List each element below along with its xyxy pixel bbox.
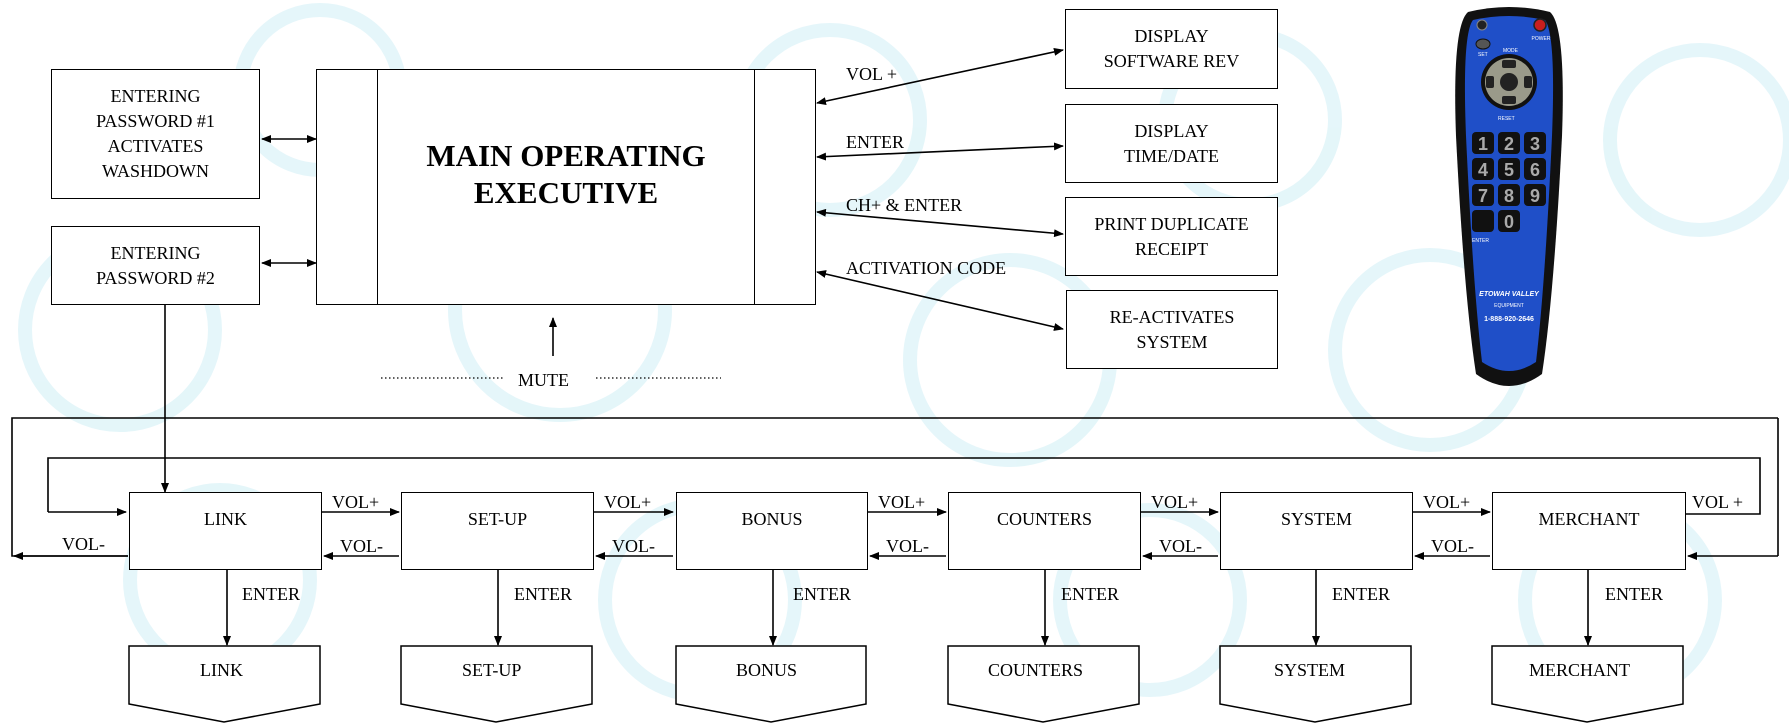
vol-plus-counters-system: VOL+ [1151, 492, 1199, 512]
svg-text:3: 3 [1530, 134, 1540, 154]
enter-merchant: ENTER [1605, 584, 1663, 604]
enter-setup: ENTER [514, 584, 572, 604]
sub-box-link-label: LINK [200, 660, 243, 680]
sub-box-setup-shape [400, 645, 593, 723]
password2-label: ENTERING PASSWORD #2 [96, 242, 215, 288]
svg-text:9: 9 [1530, 186, 1540, 206]
vol-plus-loop: VOL + [1692, 492, 1743, 512]
svg-text:EQUIPMENT: EQUIPMENT [1494, 303, 1524, 309]
enter-link: ENTER [242, 584, 300, 604]
enter-label: ENTER [846, 132, 904, 152]
svg-text:7: 7 [1478, 186, 1488, 206]
sub-box-counters-label: COUNTERS [988, 660, 1084, 680]
mute-label: MUTE [518, 370, 569, 390]
menu-box-link: LINK [129, 492, 322, 570]
sub-box-system-label: SYSTEM [1274, 660, 1346, 680]
main-left-divider [377, 70, 378, 304]
menu-box-system: SYSTEM [1220, 492, 1413, 570]
vol-plus-bonus-counters: VOL+ [878, 492, 926, 512]
menu-box-link-label: LINK [204, 509, 247, 529]
menu-box-bonus-label: BONUS [741, 509, 803, 529]
menu-box-system-label: SYSTEM [1280, 509, 1352, 529]
password1-label: ENTERING PASSWORD #1 ACTIVATES WASHDOWN [96, 86, 215, 181]
svg-text:2: 2 [1504, 134, 1514, 154]
svg-text:4: 4 [1478, 160, 1488, 180]
vol-plus-label: VOL + [846, 64, 897, 84]
vol-plus-setup-bonus: VOL+ [604, 492, 652, 512]
svg-text:8: 8 [1504, 186, 1514, 206]
svg-text:MODE: MODE [1503, 48, 1519, 54]
menu-box-setup: SET-UP [401, 492, 594, 570]
vol-minus-setup-link: VOL- [340, 536, 383, 556]
sub-box-setup-label: SET-UP [462, 660, 522, 680]
sub-box-merchant-label: MERCHANT [1529, 660, 1631, 680]
svg-text:1-888-920-2646: 1-888-920-2646 [1484, 316, 1534, 323]
svg-text:ENTER: ENTER [1472, 238, 1489, 244]
password1-box: ENTERING PASSWORD #1 ACTIVATES WASHDOWN [51, 69, 260, 199]
sub-box-system-shape [1219, 645, 1412, 723]
time-date-box: DISPLAY TIME/DATE [1065, 104, 1278, 183]
sub-box-merchant-shape [1491, 645, 1684, 723]
svg-text:ETOWAH VALLEY: ETOWAH VALLEY [1479, 291, 1540, 298]
sub-box-link-shape [128, 645, 321, 723]
vol-plus-link-setup: VOL+ [332, 492, 380, 512]
vol-plus-system-merchant: VOL+ [1423, 492, 1471, 512]
sub-box-bonus-shape [675, 645, 867, 723]
print-receipt-label: PRINT DUPLICATE RECEIPT [1094, 213, 1249, 259]
svg-text:6: 6 [1530, 160, 1540, 180]
menu-box-counters-label: COUNTERS [996, 509, 1092, 529]
enter-counters: ENTER [1061, 584, 1119, 604]
software-rev-connector [816, 47, 1064, 106]
svg-text:POWER: POWER [1532, 36, 1551, 42]
vol-minus-loop: VOL- [62, 534, 105, 554]
vol-minus-bonus-setup: VOL- [612, 536, 655, 556]
svg-text:1: 1 [1478, 134, 1488, 154]
menu-box-merchant: MERCHANT [1492, 492, 1686, 570]
menu-box-bonus: BONUS [676, 492, 868, 570]
software-rev-box: DISPLAY SOFTWARE REV [1065, 9, 1278, 89]
software-rev-label: DISPLAY SOFTWARE REV [1103, 26, 1240, 71]
svg-text:5: 5 [1504, 160, 1514, 180]
vol-minus-system-counters: VOL- [1159, 536, 1202, 556]
reactivate-box: RE-ACTIVATES SYSTEM [1066, 290, 1278, 369]
time-date-connector [816, 142, 1064, 161]
main-operating-executive-box: MAIN OPERATING EXECUTIVE [316, 69, 816, 305]
time-date-label: DISPLAY TIME/DATE [1124, 120, 1219, 166]
print-receipt-connector [816, 208, 1064, 238]
menu-box-merchant-label: MERCHANT [1538, 509, 1640, 529]
reactivate-label: RE-ACTIVATES SYSTEM [1109, 306, 1235, 352]
vol-minus-merchant-system: VOL- [1431, 536, 1474, 556]
sub-box-counters-shape [947, 645, 1140, 723]
svg-text:SET: SET [1478, 52, 1488, 58]
main-title: MAIN OPERATING EXECUTIVE [426, 138, 706, 210]
enter-bonus: ENTER [793, 584, 851, 604]
main-right-divider [754, 70, 755, 304]
enter-system: ENTER [1332, 584, 1390, 604]
vol-minus-counters-bonus: VOL- [886, 536, 929, 556]
inner-loop-line [47, 457, 1761, 515]
password2-box: ENTERING PASSWORD #2 [51, 226, 260, 305]
sub-box-bonus-label: BONUS [736, 660, 798, 680]
activation-code-label: ACTIVATION CODE [846, 258, 1007, 278]
menu-box-setup-label: SET-UP [467, 509, 528, 529]
ch-enter-label: CH+ & ENTER [846, 195, 963, 215]
svg-text:RESET: RESET [1498, 116, 1515, 122]
menu-box-counters: COUNTERS [948, 492, 1141, 570]
reactivate-connector [816, 270, 1064, 331]
print-receipt-box: PRINT DUPLICATE RECEIPT [1065, 197, 1278, 276]
svg-text:0: 0 [1504, 212, 1514, 232]
